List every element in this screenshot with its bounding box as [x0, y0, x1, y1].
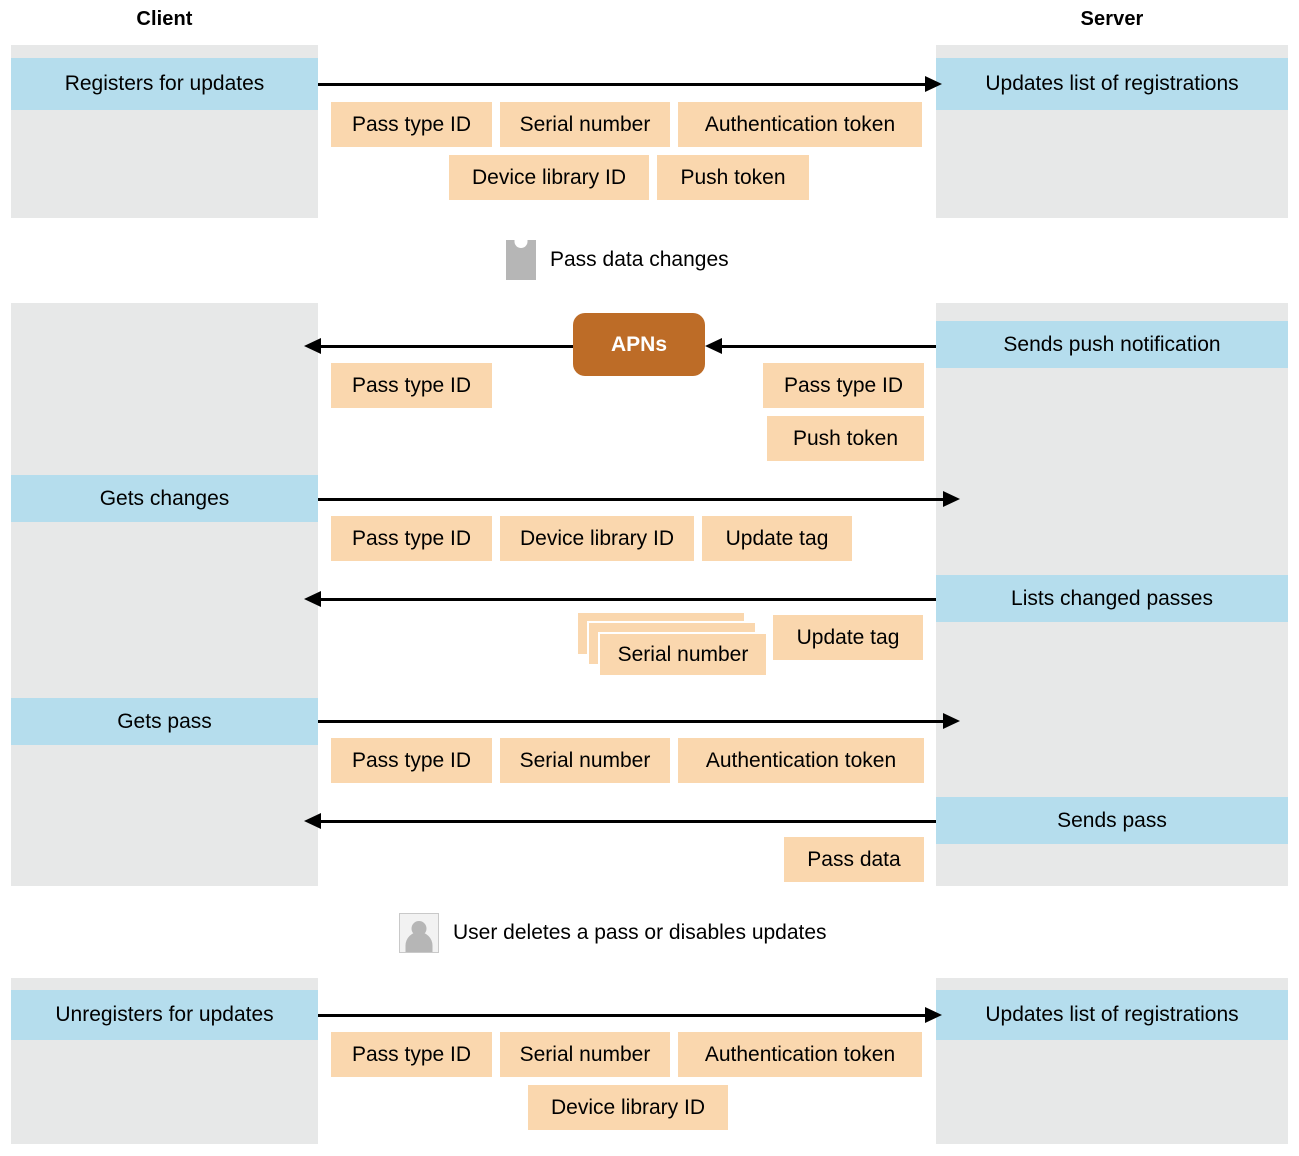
event-pass-data-changes: Pass data changes [506, 240, 729, 280]
stack-sheet-front: Serial number [598, 632, 768, 677]
payload-chip-authentication-token-4: Authentication token [678, 1032, 922, 1077]
payload-chip-authentication-token-1: Authentication token [678, 102, 922, 147]
server-action-updates-list-of-registrations-2[interactable]: Updates list of registrations [936, 990, 1288, 1040]
client-action-gets-changes[interactable]: Gets changes [11, 475, 318, 522]
arrow-server-to-client-list-passes [304, 591, 936, 607]
payload-chip-stack-serial-number: Serial number [576, 611, 768, 677]
arrow-server-to-apns [705, 338, 936, 354]
payload-chip-pass-data: Pass data [784, 837, 924, 882]
client-lane-update [11, 303, 318, 886]
pass-ticket-icon [506, 240, 536, 280]
payload-chip-authentication-token-3: Authentication token [678, 738, 924, 783]
client-action-unregisters-for-updates[interactable]: Unregisters for updates [11, 990, 318, 1040]
payload-chip-push-token-1: Push token [657, 155, 809, 200]
payload-chip-serial-number-1: Serial number [500, 102, 670, 147]
payload-chip-update-tag-2: Update tag [773, 615, 923, 660]
server-action-sends-push-notification[interactable]: Sends push notification [936, 321, 1288, 368]
avatar-body-shape [405, 932, 433, 952]
apns-node[interactable]: APNs [573, 313, 705, 376]
payload-chip-pass-type-id-3: Pass type ID [331, 738, 492, 783]
payload-chip-update-tag-1: Update tag [702, 516, 852, 561]
server-action-updates-list-of-registrations-1[interactable]: Updates list of registrations [936, 58, 1288, 110]
event-user-deletes-pass: User deletes a pass or disables updates [399, 913, 827, 953]
arrow-client-to-server-get-pass [318, 713, 960, 729]
payload-chip-pass-type-id-client-apns: Pass type ID [331, 363, 492, 408]
payload-chip-device-library-id-4: Device library ID [528, 1085, 728, 1130]
client-action-gets-pass[interactable]: Gets pass [11, 698, 318, 745]
arrow-client-to-server-register [318, 76, 942, 92]
server-action-lists-changed-passes[interactable]: Lists changed passes [936, 575, 1288, 622]
user-avatar-icon [399, 913, 439, 953]
arrow-apns-to-client [304, 338, 573, 354]
payload-chip-pass-type-id-server-apns: Pass type ID [763, 363, 924, 408]
payload-chip-device-library-id-2: Device library ID [500, 516, 694, 561]
arrow-server-to-client-send-pass [304, 813, 936, 829]
payload-chip-pass-type-id-4: Pass type ID [331, 1032, 492, 1077]
arrow-client-to-server-unregister [318, 1007, 942, 1023]
payload-chip-serial-number-4: Serial number [500, 1032, 670, 1077]
arrow-client-to-server-get-changes [318, 491, 960, 507]
client-column-header: Client [136, 8, 193, 30]
payload-chip-serial-number-3: Serial number [500, 738, 670, 783]
payload-chip-pass-type-id-2: Pass type ID [331, 516, 492, 561]
client-action-registers-for-updates[interactable]: Registers for updates [11, 58, 318, 110]
payload-chip-push-token-server-apns: Push token [767, 416, 924, 461]
server-action-sends-pass[interactable]: Sends pass [936, 797, 1288, 844]
payload-chip-device-library-id-1: Device library ID [449, 155, 649, 200]
server-column-header: Server [1080, 8, 1144, 30]
event-label-user-deletes-pass: User deletes a pass or disables updates [453, 921, 827, 944]
event-label-pass-data-changes: Pass data changes [550, 248, 729, 271]
payload-chip-pass-type-id-1: Pass type ID [331, 102, 492, 147]
